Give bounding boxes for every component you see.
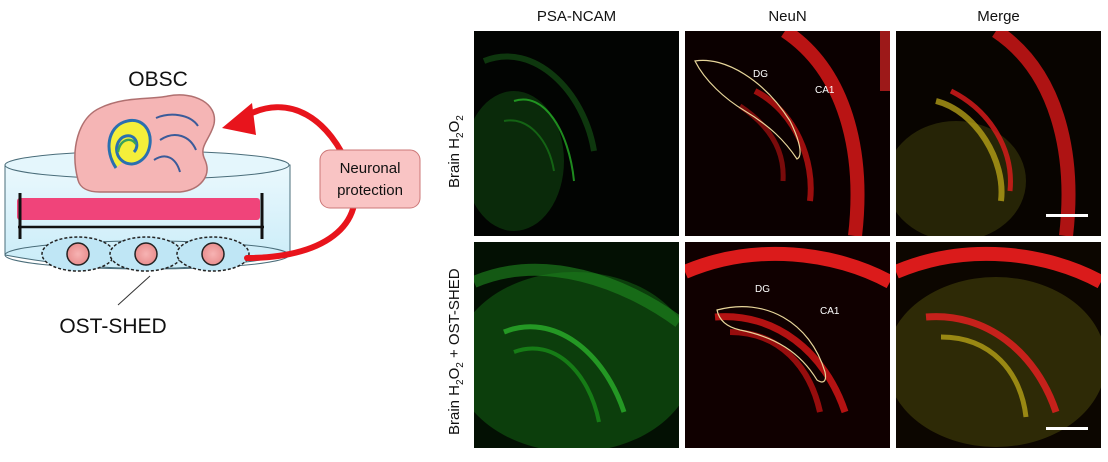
stem-cell bbox=[176, 236, 250, 272]
culture-insert bbox=[17, 193, 264, 239]
leader-line bbox=[117, 275, 151, 306]
scale-bar bbox=[1046, 427, 1088, 430]
slice-label: OBSC bbox=[128, 68, 188, 91]
protection-label-line1: Neuronal bbox=[340, 160, 401, 177]
annotation-ca1: CA1 bbox=[820, 306, 840, 317]
protection-label-line2: protection bbox=[337, 182, 403, 199]
panel-treated-merge bbox=[896, 242, 1101, 448]
stem-cell-layer bbox=[41, 236, 250, 272]
column-title-psa-ncam: PSA-NCAM bbox=[536, 8, 617, 25]
row-label-treated: Brain H2O2 + OST-SHED bbox=[446, 268, 466, 435]
schematic: OBSC OST-SHED bbox=[4, 68, 421, 338]
panel-treated-neun: DG CA1 bbox=[685, 242, 890, 448]
panel-control-psa-ncam bbox=[474, 31, 679, 236]
panel-control-neun: DG CA1 bbox=[685, 31, 890, 236]
protection-label-box: Neuronal protection bbox=[319, 149, 421, 209]
scale-bar bbox=[1046, 214, 1088, 217]
column-title-neun: NeuN bbox=[768, 8, 807, 25]
row-label-control: Brain H2O2 bbox=[446, 115, 466, 188]
column-title-merge: Merge bbox=[977, 8, 1020, 25]
annotation-dg: DG bbox=[753, 69, 768, 80]
stem-cell bbox=[41, 236, 115, 272]
panel-control-merge bbox=[896, 31, 1101, 236]
panel-treated-psa-ncam bbox=[474, 242, 679, 448]
cells-label: OST-SHED bbox=[59, 315, 166, 338]
brain-slice-icon bbox=[74, 94, 216, 193]
annotation-ca1: CA1 bbox=[815, 85, 835, 96]
stem-cell bbox=[109, 236, 183, 272]
annotation-dg: DG bbox=[755, 284, 770, 295]
